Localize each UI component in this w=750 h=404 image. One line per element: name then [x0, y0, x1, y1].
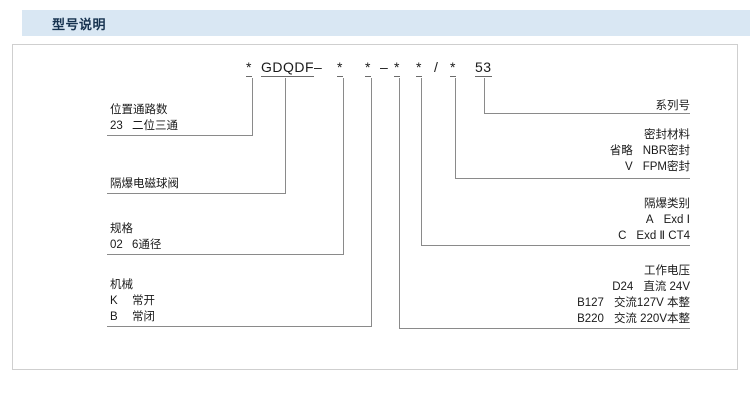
diagram-panel: [12, 44, 738, 370]
label-row: C Exd Ⅱ CT4: [430, 228, 690, 244]
section-header-band: 型号说明: [22, 10, 750, 36]
leader-series-number: [484, 78, 690, 114]
label-row-code: B127: [577, 297, 604, 309]
leader-mechanical: [107, 78, 372, 327]
label-row-code: 省略: [609, 145, 633, 157]
label-row: 省略 NBR密封: [430, 143, 690, 159]
label-row: D24 直流 24V: [430, 279, 690, 295]
label-block-valve-type: 隔爆电磁球阀: [110, 176, 179, 192]
label-heading: 机械: [110, 279, 133, 291]
label-row-desc: 交流127V 本整: [613, 297, 690, 309]
leader-seal-material: [455, 78, 690, 179]
label-block-explosion-proof-class: 隔爆类别 A Exd Ⅰ C Exd Ⅱ CT4: [430, 196, 690, 244]
label-row-desc: FPM密封: [642, 161, 690, 173]
label-block-working-voltage: 工作电压 D24 直流 24V B127 交流127V 本整 B220 交流 220V…: [430, 263, 690, 327]
label-row-desc: 6通径: [132, 239, 162, 251]
label-row-desc: 直流 24V: [643, 281, 690, 293]
leader-valve-type: [107, 78, 286, 194]
leader-working-voltage: [399, 78, 690, 329]
leader-position-channel-count: [107, 78, 253, 136]
label-row-desc: Exd Ⅱ CT4: [636, 230, 690, 242]
label-heading: 隔爆类别: [644, 198, 690, 210]
label-row-code: B220: [577, 313, 604, 325]
label-block-position-channel-count: 位置通路数 23 二位三通: [110, 102, 178, 134]
label-row: A Exd Ⅰ: [430, 212, 690, 228]
label-block-mechanical: 机械 K 常开 B 常闭: [110, 277, 155, 325]
label-row: B127 交流127V 本整: [430, 295, 690, 311]
label-heading: 系列号: [655, 100, 691, 112]
leader-explosion-proof-class: [421, 78, 690, 246]
label-row-code: V: [625, 161, 633, 173]
label-heading: 位置通路数: [110, 104, 168, 116]
label-row-desc: 常开: [132, 295, 155, 307]
label-row: V FPM密封: [430, 159, 690, 175]
page-title: 型号说明: [52, 16, 107, 32]
label-row: B220 交流 220V本整: [430, 311, 690, 327]
label-row-code: C: [618, 230, 627, 242]
label-row-code: 02: [110, 239, 123, 251]
label-block-series-number: 系列号: [430, 98, 691, 114]
label-row-desc: 二位三通: [132, 120, 178, 132]
label-row: 23 二位三通: [110, 118, 178, 134]
label-row-code: B: [110, 311, 118, 323]
label-block-seal-material: 密封材料 省略 NBR密封 V FPM密封: [430, 127, 690, 175]
label-row-desc: 交流 220V本整: [613, 313, 690, 325]
label-row: K 常开: [110, 293, 155, 309]
label-row-desc: NBR密封: [642, 145, 690, 157]
label-heading: 隔爆电磁球阀: [110, 178, 179, 190]
label-heading: 工作电压: [644, 265, 690, 277]
label-row-code: K: [110, 295, 118, 307]
label-row-code: A: [645, 214, 654, 226]
label-row: 02 6通径: [110, 237, 161, 253]
label-row-code: D24: [612, 281, 634, 293]
label-heading: 规格: [110, 223, 133, 235]
label-row-code: 23: [110, 120, 123, 132]
label-block-specification: 规格 02 6通径: [110, 221, 161, 253]
label-row-desc: 常闭: [132, 311, 155, 323]
label-heading: 密封材料: [644, 129, 690, 141]
label-row-desc: Exd Ⅰ: [663, 214, 690, 226]
leader-specification: [107, 78, 344, 255]
label-row: B 常闭: [110, 309, 155, 325]
